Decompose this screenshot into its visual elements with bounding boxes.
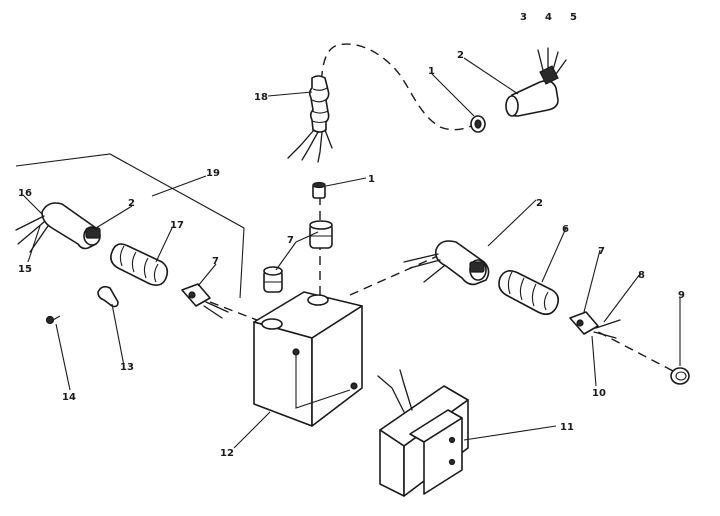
callout-4: 4 [545,12,552,23]
elbow-connector-top [505,47,567,117]
callout-2-top: 2 [457,50,464,61]
screw [45,315,61,325]
callout-13: 13 [120,362,134,373]
leader-lines [23,57,681,449]
callout-1-middle: 1 [368,174,375,185]
callout-12: 12 [220,448,234,459]
knockout-plug [670,367,690,385]
callout-2-left: 2 [128,198,135,209]
junction-box [253,291,363,427]
clamp [97,285,119,308]
connector-middle-lower [263,266,283,293]
callout-9: 9 [678,290,685,301]
transformer [377,369,469,497]
callout-16: 16 [18,188,32,199]
callout-15: 15 [18,264,32,275]
callout-3: 3 [520,12,527,23]
callout-1-top: 1 [428,66,435,77]
connector-left [181,283,229,319]
callout-8: 8 [638,270,645,281]
flex-conduit-top [287,75,333,163]
flex-conduit-left [110,243,169,286]
bushing-middle [312,181,326,199]
callouts: 1 2 3 4 5 18 1 7 19 2 16 15 17 7 13 14 1… [18,12,685,459]
bracket-outline [15,153,245,299]
callout-14: 14 [62,392,76,403]
callout-5: 5 [570,12,577,23]
connector-right [569,311,621,339]
callout-19: 19 [206,168,220,179]
callout-6: 6 [562,224,569,235]
callout-7-middle: 7 [287,235,294,246]
callout-18: 18 [254,92,268,103]
callout-10: 10 [592,388,606,399]
callout-7-left: 7 [212,256,219,267]
callout-2-right: 2 [536,198,543,209]
callout-11: 11 [560,422,574,433]
locknut-top [470,115,486,133]
callout-17: 17 [170,220,184,231]
callout-7-right: 7 [598,246,605,257]
elbow-connector-left [15,202,101,253]
elbow-connector-right [403,240,490,286]
flex-conduit-right [498,270,560,316]
